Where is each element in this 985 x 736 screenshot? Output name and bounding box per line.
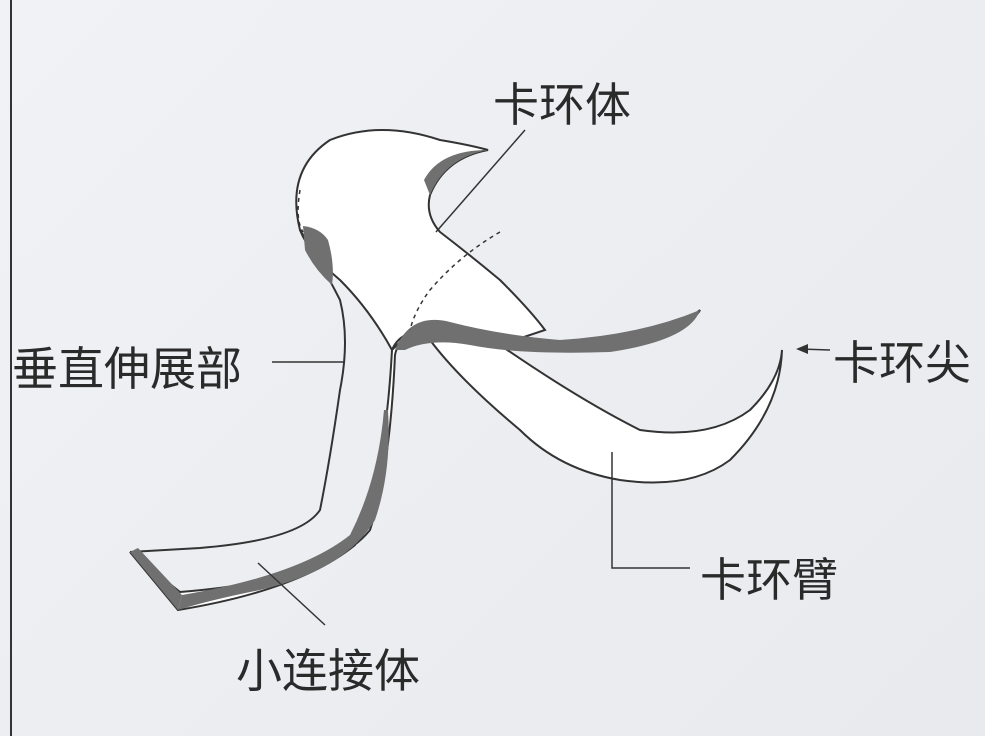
- leader-minor-connector: [257, 562, 326, 626]
- leader-clasp-tip-arrow: [796, 344, 808, 354]
- label-clasp-arm: 卡环臂: [700, 553, 838, 607]
- shade-base-edge: [130, 548, 182, 610]
- clasp-body-shape: [295, 129, 547, 353]
- vertical-extension-shape: [129, 229, 346, 553]
- shade-shoulder: [395, 310, 700, 353]
- shade-connector: [178, 410, 389, 610]
- shade-vertical: [303, 226, 333, 285]
- label-clasp-body: 卡环体: [493, 78, 631, 132]
- shade-hook: [424, 150, 488, 195]
- label-clasp-tip: 卡环尖: [833, 336, 971, 390]
- dashed-boundary-upper: [297, 189, 304, 233]
- frame-border: [10, 0, 12, 736]
- label-minor-connector: 小连接体: [236, 644, 420, 698]
- leader-clasp-body: [435, 129, 526, 233]
- label-vertical-extension: 垂直伸展部: [12, 342, 242, 396]
- dashed-boundary-lower: [409, 231, 501, 331]
- leader-clasp-arm: [611, 452, 690, 569]
